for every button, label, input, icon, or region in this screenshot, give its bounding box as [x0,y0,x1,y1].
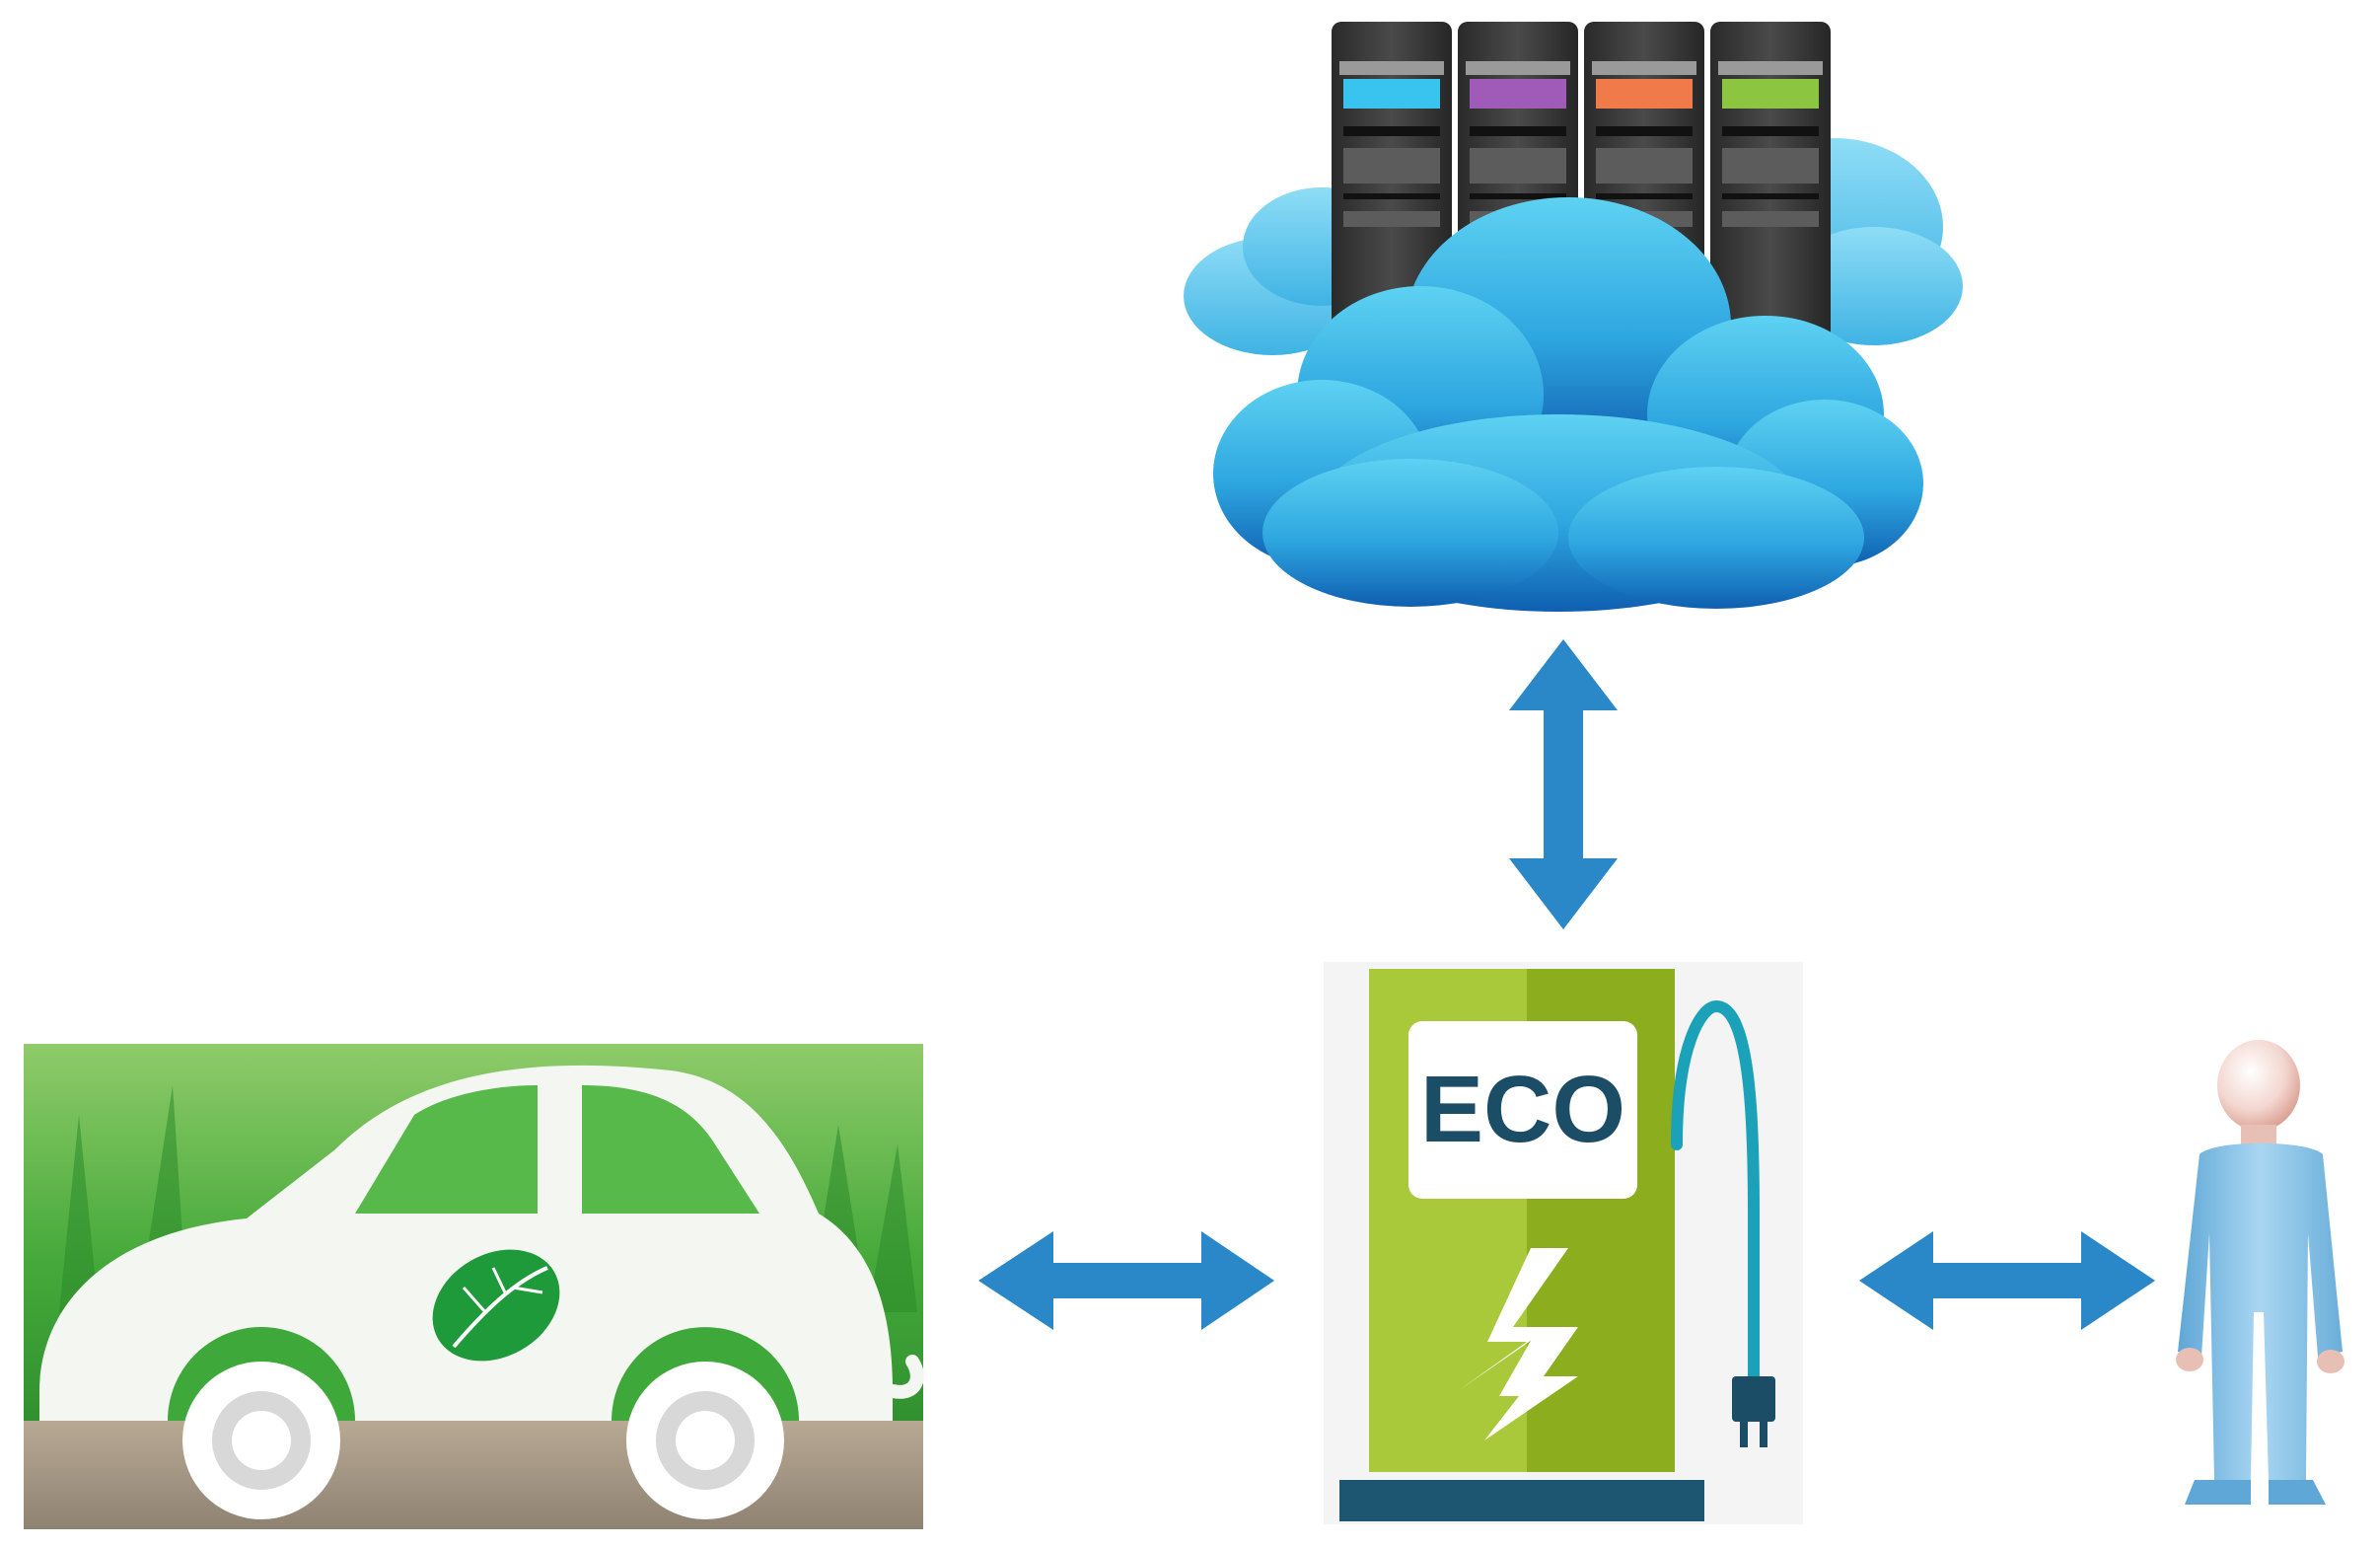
person-icon [2176,1040,2344,1505]
arrow-car-station [978,1231,1274,1330]
arrow-cloud-station [1509,639,1618,929]
car-wheel-icon [182,1362,340,1519]
cloud-icon [1213,197,1923,612]
ground [24,1421,923,1529]
station-base [1339,1480,1704,1521]
car-rear-window [355,1085,538,1214]
leaf-icon [432,1249,560,1362]
charging-station-node: ECO [1324,962,1803,1524]
car-wheel-icon [626,1362,784,1519]
electric-car-node [24,1044,924,1529]
lightning-bolt-lower-icon [1484,1327,1578,1440]
eco-label: ECO [1420,1057,1625,1162]
cloud-server-node [1184,22,1963,612]
eco-panel [1408,1021,1637,1199]
arrow-station-user [1859,1231,2155,1330]
lightning-bolt-icon [1458,1248,1568,1391]
charging-cable-icon [1671,999,1760,1382]
person-node [2176,1040,2344,1505]
car-front-window [582,1085,759,1214]
plug-icon [1732,1376,1775,1447]
